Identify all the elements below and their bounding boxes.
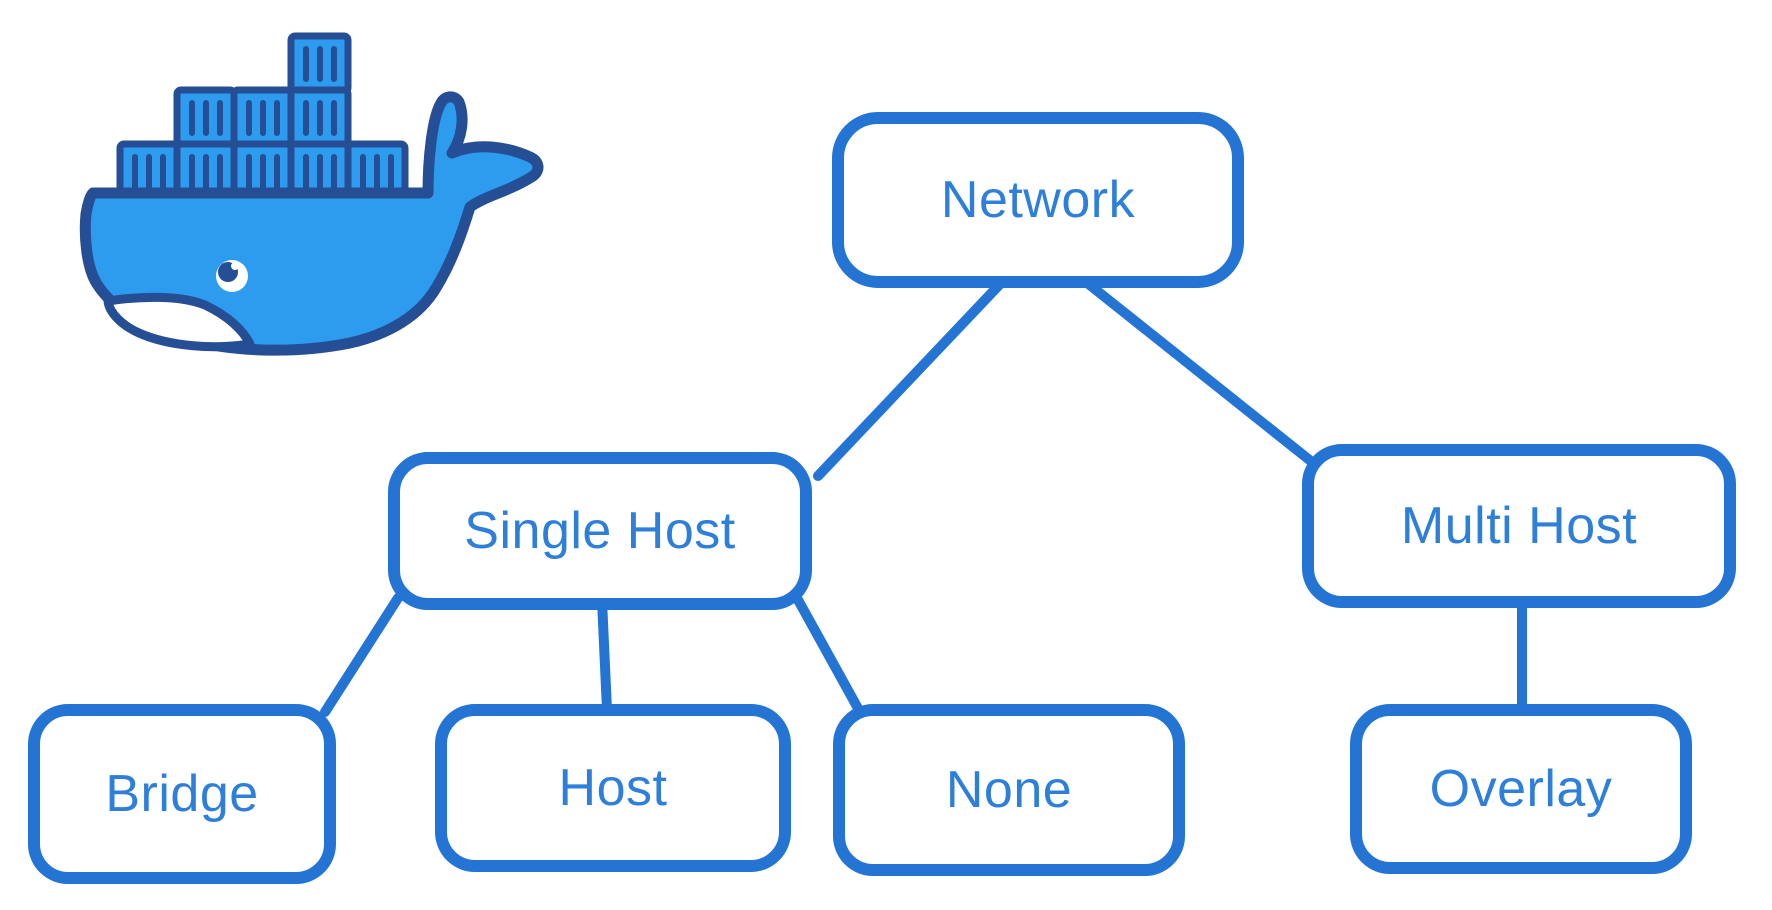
edge-network-single-host (813, 277, 1007, 481)
node-overlay-label: Overlay (1429, 760, 1613, 818)
node-single-host: Single Host (388, 452, 812, 610)
node-bridge: Bridge (28, 704, 336, 884)
node-network-label: Network (940, 171, 1136, 229)
edge-single-host-bridge (320, 593, 403, 717)
node-overlay: Overlay (1350, 704, 1692, 874)
whale-smile (103, 292, 255, 352)
whale-body (79, 91, 544, 356)
node-single-host-label: Single Host (464, 502, 736, 560)
node-multi-host-label: Multi Host (1400, 497, 1638, 555)
edge-network-multi-host (1081, 277, 1317, 467)
edge-single-host-host (597, 595, 612, 715)
node-none: None (833, 704, 1185, 876)
node-host-label: Host (558, 759, 668, 817)
edge-single-host-none (792, 593, 865, 717)
whale-eye-glint (231, 262, 239, 270)
node-bridge-label: Bridge (105, 765, 259, 823)
node-none-label: None (945, 761, 1073, 819)
docker-whale-icon (79, 32, 544, 356)
node-network: Network (832, 112, 1244, 288)
container-ribs (132, 46, 394, 190)
node-multi-host: Multi Host (1302, 444, 1736, 608)
node-host: Host (435, 704, 791, 872)
connectors (320, 277, 1527, 717)
